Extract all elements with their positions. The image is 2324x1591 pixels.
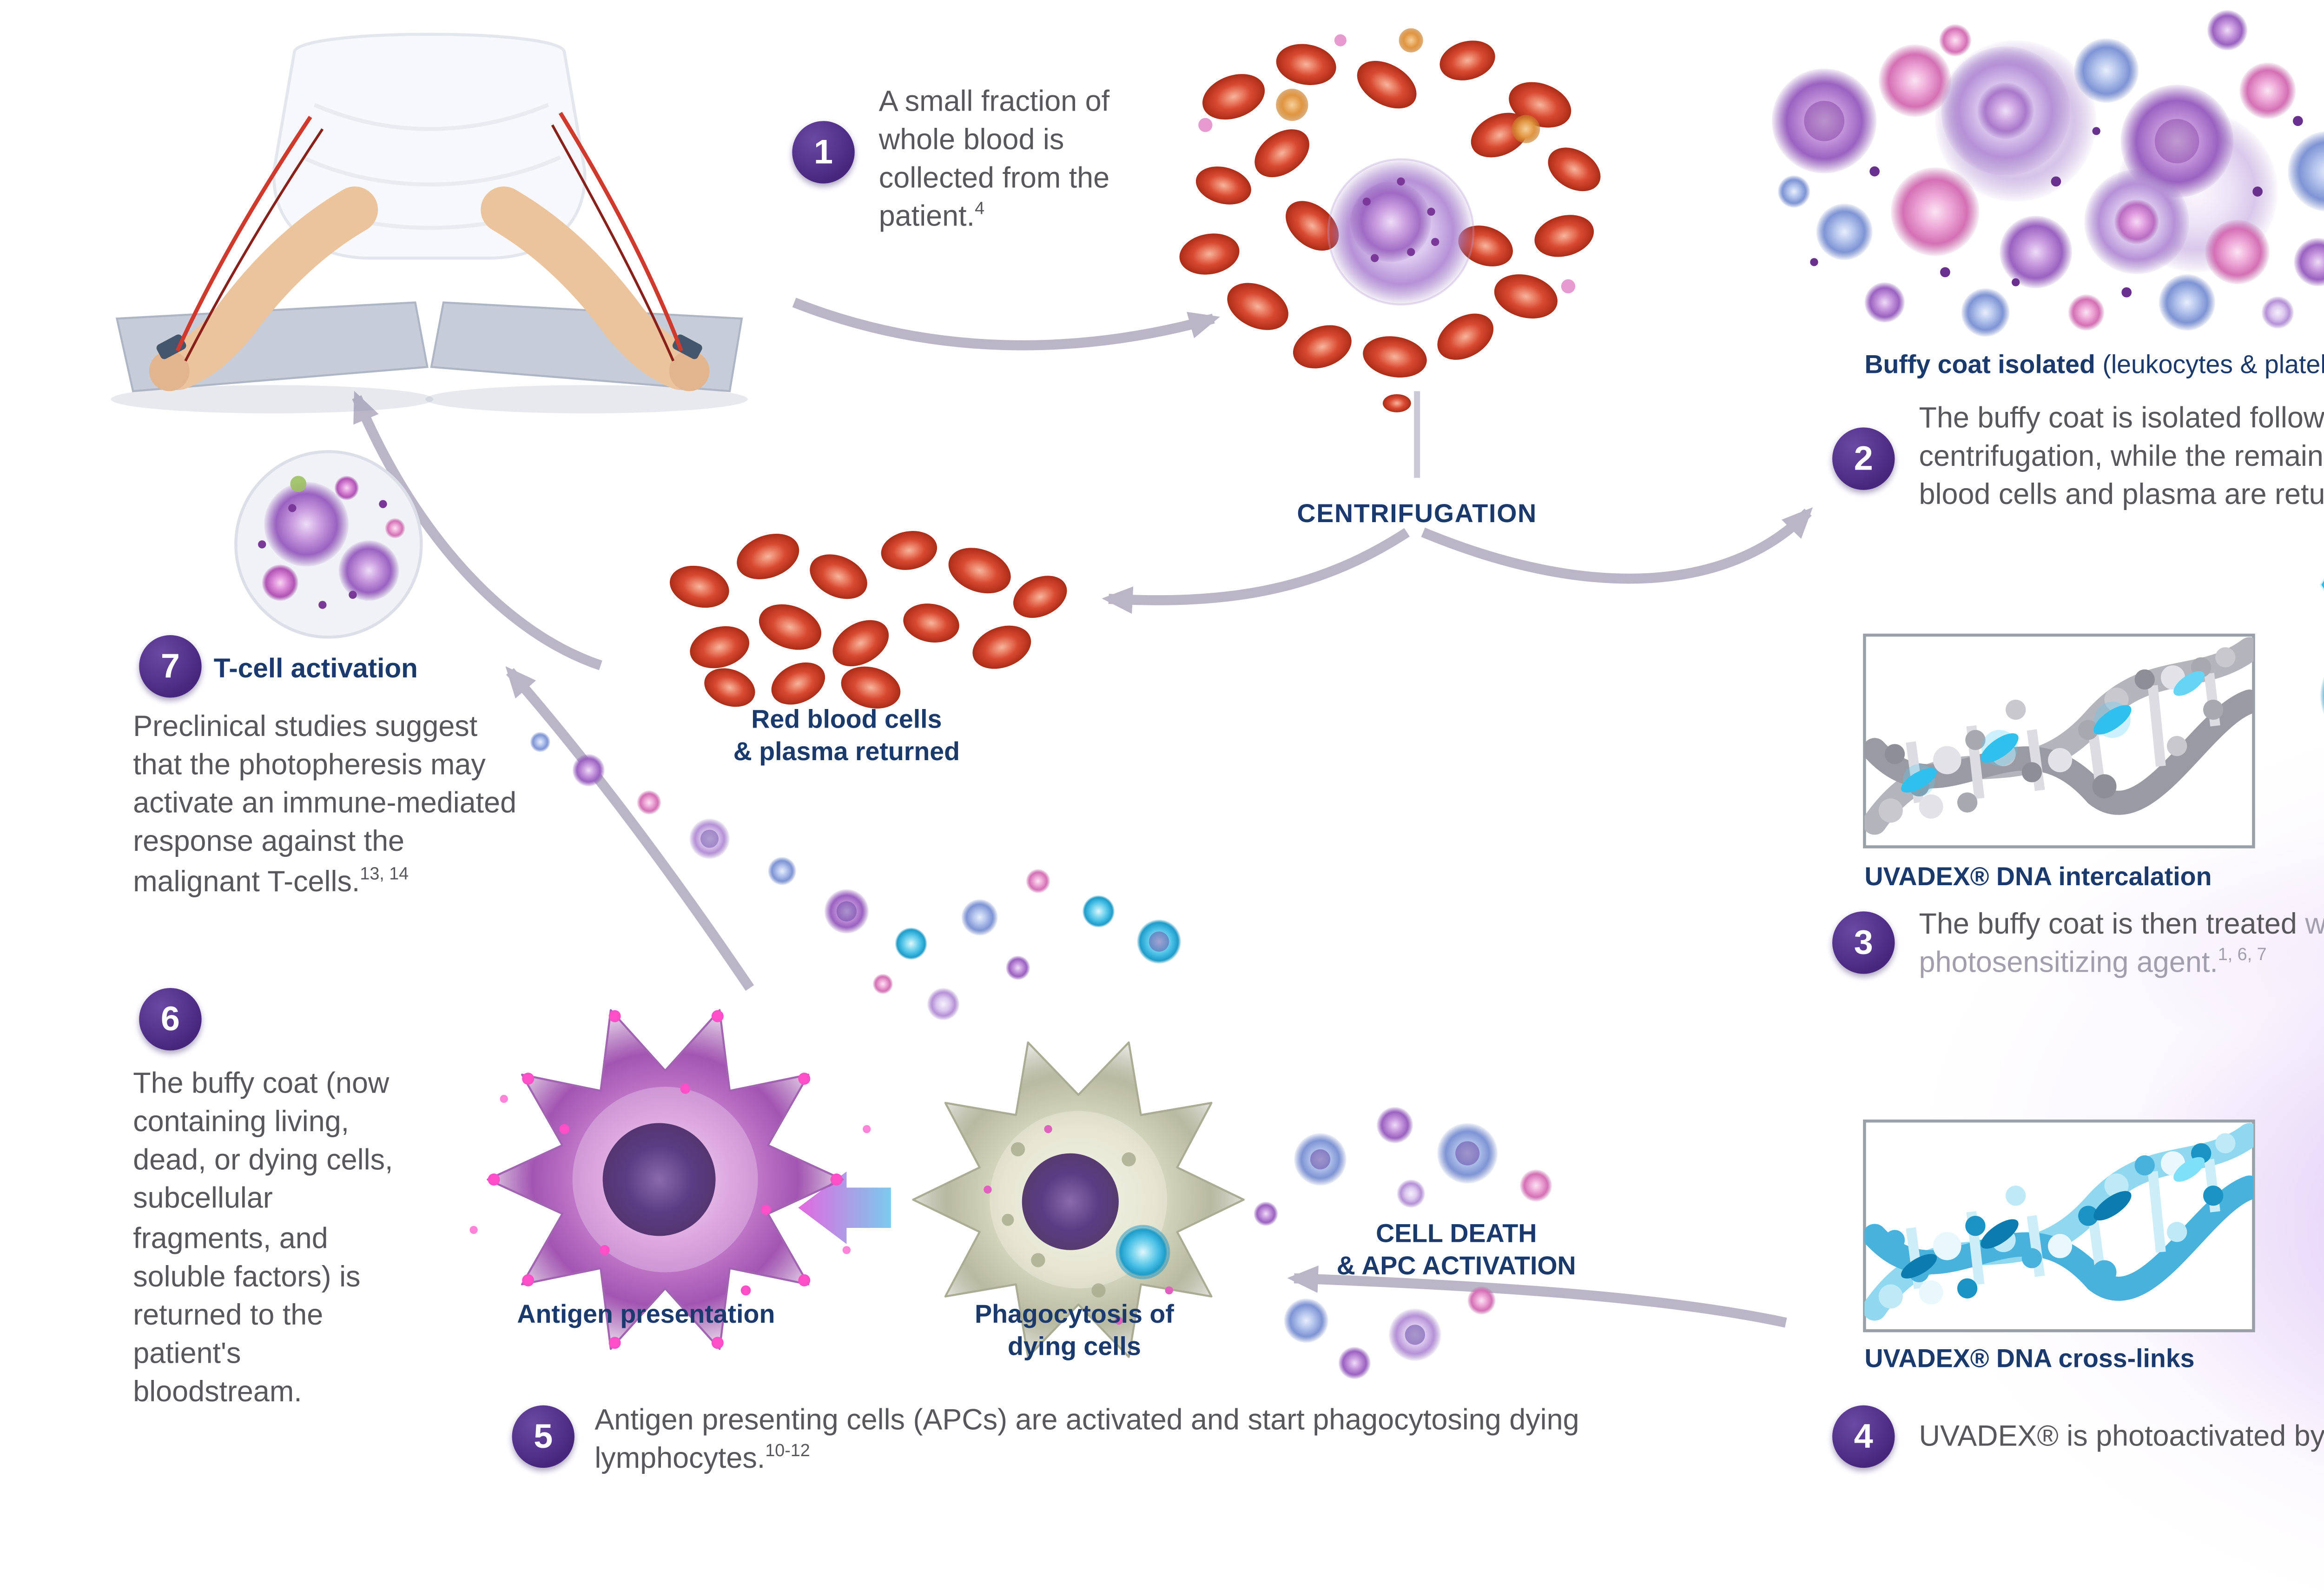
- arrow-celldeath-to-apc: [1287, 1265, 1787, 1328]
- step-2-number: 2: [1832, 427, 1895, 490]
- returning-cells-trail: [530, 732, 1182, 1021]
- phagocytosis-cell-illustration: [912, 1041, 1245, 1358]
- patient-illustration: [111, 33, 748, 414]
- step-2-text: The buffy coat is isolated following cen…: [1919, 401, 2324, 517]
- antigen-presentation-label: Antigen presentation: [517, 1298, 775, 1329]
- step-3-sentence-light: with UVADEX® (methoxsalen) Sterile Solut…: [1919, 909, 2324, 981]
- dna-intercalation-label: UVADEX® DNA intercalation: [1864, 861, 2212, 891]
- step-5-sentence: Antigen presenting cells (APCs) are acti…: [594, 1405, 1579, 1477]
- tcell-activation-label: T-cell activation: [213, 653, 418, 684]
- footer-code: US-2500366: [2117, 1540, 2324, 1560]
- step-5-ref: 10-12: [765, 1440, 810, 1461]
- treated-cells-illustration: [2320, 676, 2324, 715]
- rbc-returned-label: Red blood cells& plasma returned: [695, 704, 998, 770]
- step-1-ref: 4: [975, 199, 985, 219]
- dna-crosslinks-image: [1863, 1119, 2255, 1332]
- step-2-sentence: The buffy coat is isolated following cen…: [1919, 403, 2324, 513]
- tcell-activation-illustration: [234, 450, 423, 639]
- arrow-rbc-to-patient: [352, 391, 602, 670]
- step-1-text: A small fraction of whole blood is colle…: [879, 85, 1117, 239]
- antigen-presentation-cell-illustration: [469, 1009, 871, 1350]
- phagocytosis-line2: dying cells: [1008, 1331, 1141, 1362]
- step-1-sentence: A small fraction of whole blood is colle…: [878, 86, 1110, 235]
- step-1-number: 1: [792, 121, 855, 184]
- step-4-text: UVADEX® is photoactivated by UVA light, …: [1919, 1419, 2324, 1458]
- step-3-text: The buffy coat is then treated with UVAD…: [1919, 908, 2324, 985]
- arrow-centrifugation-to-rbc: [1102, 528, 1410, 614]
- cell-death-label: CELL DEATH& APC ACTIVATION: [1310, 1218, 1603, 1284]
- arrow-phago-to-antigen: [798, 1171, 891, 1244]
- whole-blood-illustration: [1179, 28, 1601, 412]
- flow-arrows: [352, 298, 1813, 1328]
- arrow-patient-to-blood: [792, 298, 1220, 351]
- dna-intercalation-image: [1863, 633, 2255, 849]
- buffy-coat-label-normal: (leukocytes & platelets): [2102, 349, 2324, 379]
- step-7-text: Preclinical studies suggest that the pho…: [133, 710, 528, 903]
- step-7-ref: 13, 14: [360, 862, 409, 883]
- buffy-coat-label-bold: Buffy coat isolated: [1864, 349, 2095, 379]
- rbc-returned-illustration: [670, 530, 1067, 709]
- step-4-sentence: UVADEX® is photoactivated by UVA light, …: [1919, 1421, 2324, 1454]
- arrow-centrifugation-to-buffycoat: [1421, 507, 1813, 584]
- dying-cells-illustration: [1254, 1107, 1552, 1379]
- step-3-ref: 1, 6, 7: [2218, 944, 2267, 965]
- step-4-number: 4: [1832, 1405, 1895, 1468]
- rbc-label-line2: & plasma returned: [733, 736, 960, 767]
- step-5-number: 5: [512, 1405, 574, 1468]
- cell-death-line2: & APC ACTIVATION: [1336, 1251, 1576, 1281]
- dna-crosslinks-label: UVADEX® DNA cross-links: [1864, 1343, 2195, 1373]
- step-7-number: 7: [139, 635, 202, 698]
- centrifugation-label: CENTRIFUGATION: [1297, 498, 1537, 529]
- step-6-sentence: The buffy coat (now containing living, d…: [133, 1068, 393, 1410]
- cell-death-line1: CELL DEATH: [1376, 1218, 1537, 1248]
- step-7-sentence: Preclinical studies suggest that the pho…: [133, 711, 517, 898]
- rbc-label-line1: Red blood cells: [751, 703, 942, 734]
- footer-company: Final, Discoveries Brought to Life, LLC: [2117, 1482, 2324, 1512]
- step-5-text: Antigen presenting cells (APCs) are acti…: [594, 1403, 1602, 1480]
- step-3-number: 3: [1832, 911, 1895, 974]
- step-6-text: The buffy coat (now containing living, d…: [133, 1067, 405, 1413]
- arrow-cells-to-tcell: [505, 666, 754, 991]
- buffy-coat-label: Buffy coat isolated (leukocytes & platel…: [1864, 349, 2324, 382]
- phagocytosis-line1: Phagocytosis of: [975, 1298, 1174, 1329]
- step-6-number: 6: [139, 988, 202, 1051]
- step-3-sentence-dark: The buffy coat is then treated: [1919, 909, 2305, 942]
- buffy-coat-illustration: [1771, 10, 2324, 337]
